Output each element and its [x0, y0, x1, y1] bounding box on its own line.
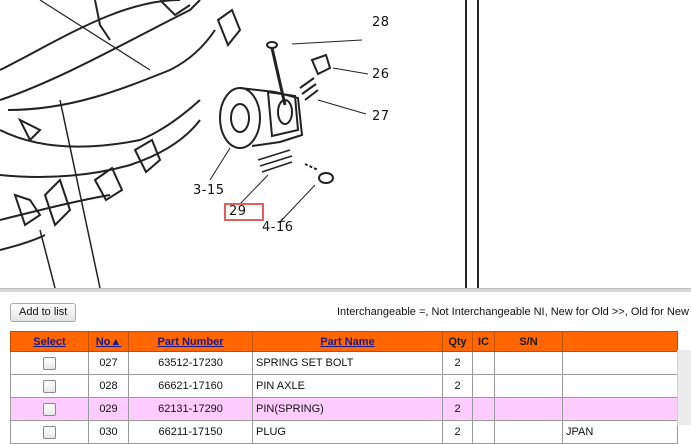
table-row[interactable]: 027 63512-17230 SPRING SET BOLT 2 — [10, 351, 678, 375]
row-part-name: PIN AXLE — [252, 374, 443, 398]
row-ic — [472, 420, 495, 444]
row-select-cell — [10, 420, 89, 444]
highlighted-callout-box — [224, 203, 264, 221]
table-row[interactable]: 028 66621-17160 PIN AXLE 2 — [10, 374, 678, 398]
row-ic — [472, 397, 495, 421]
callout-27: 27 — [372, 109, 390, 124]
header-part-number[interactable]: Part Number — [128, 331, 253, 352]
row-sn — [494, 374, 563, 398]
row-qty: 2 — [442, 374, 473, 398]
row-no: 027 — [88, 351, 129, 375]
select-checkbox[interactable] — [43, 425, 56, 439]
row-part-number: 66621-17160 — [128, 374, 253, 398]
row-select-cell — [10, 351, 89, 375]
exploded-view-drawing — [0, 0, 479, 288]
header-select[interactable]: Select — [10, 331, 89, 352]
callout-29[interactable]: 29 — [229, 204, 247, 219]
row-ic — [472, 374, 495, 398]
callout-26: 26 — [372, 67, 390, 82]
parts-toolbar: Add to list Interchangeable =, Not Inter… — [0, 292, 691, 330]
row-sn — [494, 351, 563, 375]
header-qty: Qty — [442, 331, 473, 352]
vertical-scrollbar[interactable] — [677, 350, 691, 425]
row-no: 029 — [88, 397, 129, 421]
row-select-cell — [10, 374, 89, 398]
row-qty: 2 — [442, 420, 473, 444]
parts-table: Select No▲ Part Number Part Name Qty IC … — [10, 331, 678, 444]
callout-28: 28 — [372, 15, 390, 30]
header-no-sort[interactable]: No▲ — [88, 331, 129, 352]
interchangeability-legend: Interchangeable =, Not Interchangeable N… — [337, 306, 691, 318]
row-part-number: 62131-17290 — [128, 397, 253, 421]
row-part-number: 63512-17230 — [128, 351, 253, 375]
select-checkbox[interactable] — [43, 402, 56, 416]
header-sn: S/N — [494, 331, 563, 352]
row-part-name: SPRING SET BOLT — [252, 351, 443, 375]
row-part-name: PLUG — [252, 420, 443, 444]
parts-diagram: 28 26 27 3-15 29 4-16 — [0, 0, 479, 288]
table-header-row: Select No▲ Part Number Part Name Qty IC … — [10, 331, 678, 352]
row-extra — [562, 351, 678, 375]
row-extra — [562, 397, 678, 421]
row-no: 030 — [88, 420, 129, 444]
select-checkbox[interactable] — [43, 379, 56, 393]
row-extra: JPAN — [562, 420, 678, 444]
row-ic — [472, 351, 495, 375]
row-part-number: 66211-17150 — [128, 420, 253, 444]
row-select-cell — [10, 397, 89, 421]
row-extra — [562, 374, 678, 398]
header-part-name[interactable]: Part Name — [252, 331, 443, 352]
row-qty: 2 — [442, 397, 473, 421]
row-part-name: PIN(SPRING) — [252, 397, 443, 421]
callout-4-16: 4-16 — [262, 220, 294, 235]
row-sn — [494, 397, 563, 421]
table-row[interactable]: 030 66211-17150 PLUG 2 JPAN — [10, 420, 678, 444]
select-checkbox[interactable] — [43, 356, 56, 370]
row-qty: 2 — [442, 351, 473, 375]
header-extra — [562, 331, 678, 352]
add-to-list-button[interactable]: Add to list — [10, 303, 77, 322]
row-sn — [494, 420, 563, 444]
row-no: 028 — [88, 374, 129, 398]
header-ic: IC — [472, 331, 495, 352]
table-row-highlighted[interactable]: 029 62131-17290 PIN(SPRING) 2 — [10, 397, 678, 421]
callout-3-15: 3-15 — [193, 183, 225, 198]
panel-divider[interactable] — [0, 288, 691, 292]
